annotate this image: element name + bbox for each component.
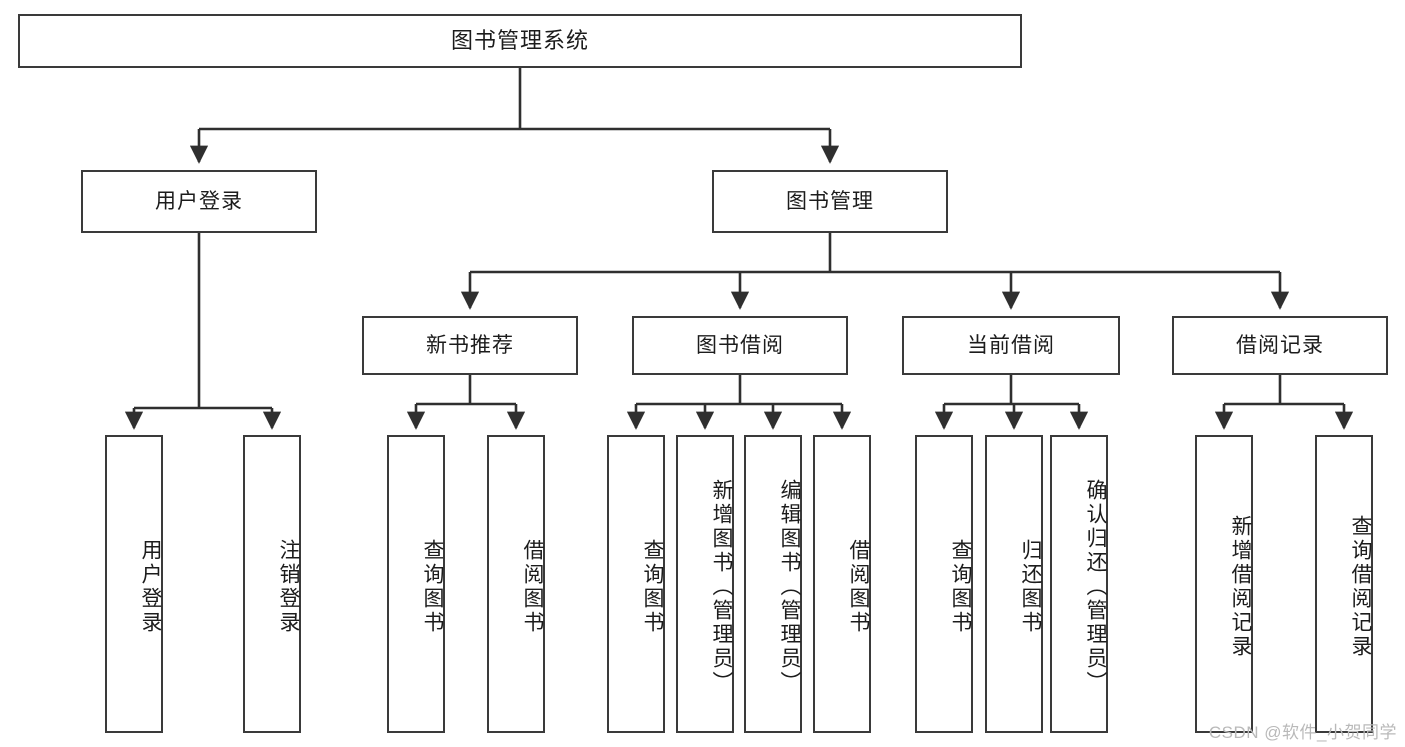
node-label: 查询图书 bbox=[641, 539, 664, 635]
node-label: 图书管理系统 bbox=[450, 27, 589, 53]
node-leaf-11[interactable]: 新增借阅记录 bbox=[1195, 435, 1253, 733]
node-leaf-10[interactable]: 确认归还（管理员） bbox=[1050, 435, 1108, 733]
node-label: 图书借阅 bbox=[696, 333, 784, 357]
node-leaf-4[interactable]: 查询图书 bbox=[607, 435, 665, 733]
node-leaf-12[interactable]: 查询借阅记录 bbox=[1315, 435, 1373, 733]
node-label: 用户登录 bbox=[139, 539, 162, 635]
node-leaf-1[interactable]: 注销登录 bbox=[243, 435, 301, 733]
node-label: 当前借阅 bbox=[967, 333, 1055, 357]
node-label: 新书推荐 bbox=[426, 333, 514, 357]
node-leaf-6[interactable]: 编辑图书（管理员） bbox=[744, 435, 802, 733]
node-label: 归还图书 bbox=[1019, 539, 1042, 635]
node-level3-borrow-record[interactable]: 借阅记录 bbox=[1172, 316, 1388, 375]
node-leaf-7[interactable]: 借阅图书 bbox=[813, 435, 871, 733]
node-label: 借阅图书 bbox=[521, 539, 544, 635]
node-label: 借阅记录 bbox=[1236, 333, 1324, 357]
node-level2-user-login[interactable]: 用户登录 bbox=[81, 170, 317, 233]
node-label: 新增图书（管理员） bbox=[710, 479, 733, 695]
node-level3-current-borrow[interactable]: 当前借阅 bbox=[902, 316, 1120, 375]
node-label: 查询图书 bbox=[421, 539, 444, 635]
node-label: 确认归还（管理员） bbox=[1084, 479, 1107, 695]
node-level2-book-management[interactable]: 图书管理 bbox=[712, 170, 948, 233]
node-label: 借阅图书 bbox=[847, 539, 870, 635]
node-level3-new-book-recommend[interactable]: 新书推荐 bbox=[362, 316, 578, 375]
node-root[interactable]: 图书管理系统 bbox=[18, 14, 1022, 68]
node-label: 编辑图书（管理员） bbox=[778, 479, 801, 695]
node-label: 查询借阅记录 bbox=[1349, 515, 1372, 659]
node-leaf-9[interactable]: 归还图书 bbox=[985, 435, 1043, 733]
node-leaf-3[interactable]: 借阅图书 bbox=[487, 435, 545, 733]
node-leaf-8[interactable]: 查询图书 bbox=[915, 435, 973, 733]
node-leaf-2[interactable]: 查询图书 bbox=[387, 435, 445, 733]
node-label: 图书管理 bbox=[786, 189, 874, 213]
node-label: 查询图书 bbox=[949, 539, 972, 635]
node-leaf-5[interactable]: 新增图书（管理员） bbox=[676, 435, 734, 733]
node-label: 用户登录 bbox=[155, 189, 243, 213]
node-label: 新增借阅记录 bbox=[1229, 515, 1252, 659]
node-leaf-0[interactable]: 用户登录 bbox=[105, 435, 163, 733]
node-label: 注销登录 bbox=[277, 539, 300, 635]
csdn-watermark: CSDN @软件_小贺同学 bbox=[1208, 723, 1397, 742]
node-level3-book-borrow[interactable]: 图书借阅 bbox=[632, 316, 848, 375]
